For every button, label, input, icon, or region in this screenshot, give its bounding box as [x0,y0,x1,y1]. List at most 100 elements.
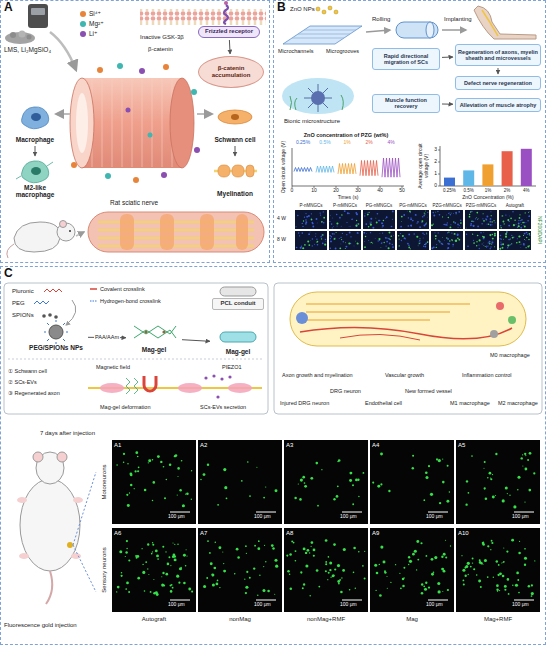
labelled-neuron [445,540,446,541]
nucleus-dot [297,215,298,216]
nucleus-dot [480,232,481,233]
nucleus-dot [507,247,509,249]
labelled-neuron [443,570,446,573]
nucleus-dot [486,246,488,248]
labelled-neuron [236,548,239,551]
label-text: 100 μm [168,602,185,608]
labelled-neuron [257,547,260,550]
axon-dot [512,237,514,239]
nucleus-dot [520,247,522,249]
labelled-neuron [380,453,383,456]
micrograph [465,231,497,250]
labelled-neuron [473,568,475,570]
labelled-neuron [181,460,183,462]
axon-dot [475,217,477,219]
axon-dot [419,238,420,239]
nucleus-dot [505,214,506,215]
nucleus-dot [325,239,326,240]
labelled-neuron [121,575,123,577]
cell-membrane [140,1,266,25]
label-text: 3 [434,147,437,153]
nucleus-dot [451,232,452,233]
labelled-neuron [337,564,340,567]
labelled-neuron [531,592,534,595]
illustration-part [48,313,52,317]
labelled-neuron [138,466,140,468]
label-text: nonMag+RMF [307,616,345,623]
labelled-neuron [515,584,518,587]
labelled-neuron [142,564,143,565]
illustration-part [194,147,200,153]
nucleus-dot [471,211,473,213]
labelled-neuron [289,553,292,556]
illustration-part [33,452,43,462]
nucleus-dot [524,233,526,235]
labelled-neuron [483,468,484,469]
labelled-neuron [302,587,304,589]
scale-bar [514,512,534,513]
nucleus-dot [342,233,343,234]
nucleus-dot [400,226,402,228]
labelled-neuron [358,551,360,553]
label-text: 100 μm [168,514,185,520]
micrograph [397,210,429,229]
nucleus-dot [470,225,472,227]
labelled-neuron [426,555,428,557]
nucleus-dot [410,218,412,220]
labelled-neuron [449,491,450,492]
labelled-neuron [507,578,510,581]
label-text: NF200/DAPI [536,216,542,244]
axon-dot [494,235,496,237]
labelled-neuron [206,577,208,579]
nucleus-dot [424,234,425,235]
labelled-neuron [431,573,434,576]
axon-dot [528,239,529,240]
illustration-part [120,214,134,250]
micrograph [112,528,196,612]
label-text: 0 [291,188,294,194]
labelled-neuron [358,496,359,497]
axon-dot [401,216,403,218]
label-text: Vascular growth [385,372,424,378]
cell-node: M2-like macrophage [4,158,66,200]
nucleus-dot [457,224,459,226]
labelled-neuron [472,562,473,563]
illustration-part [126,108,131,113]
nucleus-dot [365,223,367,225]
micrograph [198,528,282,612]
label-text: 0.25% [296,140,310,146]
labelled-neuron [126,548,127,549]
axon-dot [339,247,341,249]
micrograph [329,210,361,229]
label-text: Hydrogen-bond crosslink [100,298,161,304]
labelled-neuron [170,565,171,566]
nerve-conduit [56,63,212,183]
label-text: 1% [343,140,350,146]
labelled-neuron [516,572,519,575]
illustration-part [228,383,252,393]
nucleus-dot [447,248,448,249]
cell-node: Mag-gel [212,330,264,356]
nucleus-dot [389,243,391,245]
labelled-neuron [222,551,223,552]
micrograph [329,231,361,250]
nucleus-dot [386,216,388,218]
labelled-neuron [441,556,443,558]
label-text: Rolling [372,16,390,23]
labelled-neuron [123,453,125,455]
nucleus-dot [518,220,519,221]
axon-dot [421,220,423,222]
nucleus-dot [452,246,454,248]
voltage-trace [338,164,356,174]
nucleus-dot [388,238,390,240]
illustration-part [292,148,404,186]
labelled-neuron [135,451,138,454]
receptor-box: Frizzled receptor [198,26,260,38]
axon-dot [358,223,359,224]
labelled-neuron [171,584,173,586]
nucleus-dot [487,224,488,225]
axon-dot [323,217,325,219]
nucleus-dot [353,245,355,247]
labelled-neuron [505,486,508,489]
nucleus-dot [483,231,485,233]
